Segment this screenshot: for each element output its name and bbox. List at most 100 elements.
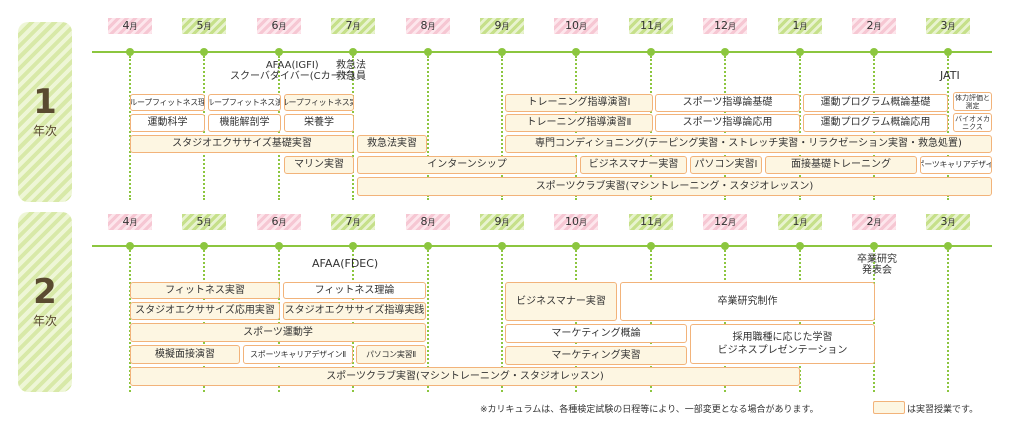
month-dot: [126, 48, 134, 56]
month-dot: [870, 48, 878, 56]
course-box: ビジネスマナー実習: [505, 282, 617, 321]
month-number: 4: [122, 215, 130, 228]
month-tick: [650, 250, 652, 392]
course-box: マーケティング概論: [505, 324, 687, 343]
month-number: 2: [866, 215, 874, 228]
month-dot: [572, 242, 580, 250]
course-box: スポーツクラブ実習(マシントレーニング・スタジオレッスン): [357, 177, 992, 196]
month-unit: 月: [654, 22, 662, 31]
month-tick: [278, 250, 280, 392]
month-tick: [799, 56, 801, 200]
month-label: 5月: [182, 214, 226, 230]
course-box: スポーツキャリアデザインⅠ: [920, 156, 992, 174]
month-number: 12: [714, 215, 728, 228]
month-label: 2月: [852, 18, 896, 34]
month-dot: [275, 48, 283, 56]
month-label: 7月: [331, 18, 375, 34]
month-dot: [796, 48, 804, 56]
course-box: スタジオエクササイズ基礎実習: [130, 135, 354, 153]
course-box: スポーツ指導論応用: [655, 114, 800, 132]
month-label: 12月: [703, 214, 747, 230]
course-box: スタジオエクササイズ応用実習: [130, 302, 280, 320]
year-number: 1: [33, 82, 57, 122]
month-number: 1: [792, 215, 800, 228]
month-dot: [572, 48, 580, 56]
month-number: 11: [640, 19, 654, 32]
month-unit: 月: [203, 218, 212, 227]
course-box: 体力評価と測定: [953, 92, 992, 111]
month-tick: [427, 56, 429, 200]
month-unit: 月: [501, 218, 510, 227]
month-number: 7: [345, 215, 353, 228]
month-unit: 月: [799, 218, 808, 227]
course-box: パソコン実習Ⅱ: [356, 345, 426, 364]
course-box: スタジオエクササイズ指導実践: [283, 302, 426, 320]
month-unit: 月: [278, 218, 287, 227]
month-number: 9: [494, 19, 502, 32]
month-label: 10月: [554, 214, 598, 230]
course-box: 専門コンディショニング(テーピング実習・ストレッチ実習・リラクゼーション実習・救…: [505, 135, 992, 153]
month-dot: [349, 242, 357, 250]
legend-text: は実習授業です。: [907, 405, 979, 415]
month-unit: 月: [947, 22, 956, 31]
month-unit: 月: [873, 22, 882, 31]
month-label: 9月: [480, 18, 524, 34]
month-tick: [501, 56, 503, 200]
month-number: 1: [792, 19, 800, 32]
month-dot: [424, 48, 432, 56]
course-box: ビジネスマナー実習: [580, 156, 687, 174]
month-label: 11月: [629, 18, 673, 34]
month-label: 12月: [703, 18, 747, 34]
month-label: 3月: [926, 214, 970, 230]
course-box: マーケティング実習: [505, 346, 687, 365]
month-label: 5月: [182, 18, 226, 34]
month-dot: [944, 242, 952, 250]
month-number: 5: [196, 215, 204, 228]
year-badge-1: 1 年次: [18, 22, 72, 202]
course-box: 救急法実習: [357, 135, 427, 153]
month-unit: 月: [352, 22, 361, 31]
month-number: 11: [640, 215, 654, 228]
month-label: 8月: [406, 214, 450, 230]
cert-afaa-igfi: AFAA(IGFI) スクーバダイバー(Cカード): [230, 60, 355, 82]
month-tick: [799, 250, 801, 392]
month-label: 4月: [108, 214, 152, 230]
year-label: 年次: [32, 124, 57, 138]
month-unit: 月: [799, 22, 808, 31]
course-box: グループフィットネス演習: [208, 94, 281, 111]
month-tick: [575, 250, 577, 392]
month-number: 3: [940, 215, 948, 228]
month-unit: 月: [579, 218, 587, 227]
course-box: マリン実習: [284, 156, 354, 174]
month-number: 5: [196, 19, 204, 32]
month-unit: 月: [278, 22, 287, 31]
month-label: 7月: [331, 214, 375, 230]
course-box: バイオメカニクス: [953, 113, 992, 132]
cert-jati: JATI: [940, 69, 960, 82]
month-number: 3: [940, 19, 948, 32]
month-label: 4月: [108, 18, 152, 34]
month-label: 10月: [554, 18, 598, 34]
month-number: 10: [565, 215, 579, 228]
course-box: 栄養学: [284, 114, 354, 132]
month-label: 11月: [629, 214, 673, 230]
month-label: 8月: [406, 18, 450, 34]
month-label: 6月: [257, 18, 301, 34]
cert-first-aid: 救急法 救急員: [336, 60, 366, 82]
course-box: グループフィットネス実践: [284, 94, 354, 111]
month-unit: 月: [129, 218, 138, 227]
month-dot: [647, 48, 655, 56]
month-unit: 月: [579, 22, 587, 31]
month-label: 3月: [926, 18, 970, 34]
month-unit: 月: [352, 218, 361, 227]
course-box: フィットネス理論: [283, 282, 426, 299]
month-tick: [873, 250, 875, 392]
course-box: 模擬面接演習: [130, 345, 240, 364]
month-unit: 月: [873, 218, 882, 227]
month-label: 1月: [778, 18, 822, 34]
month-tick: [203, 250, 205, 392]
course-box: トレーニング指導演習Ⅱ: [505, 114, 653, 132]
course-box: インターンシップ: [357, 156, 577, 174]
month-unit: 月: [129, 22, 138, 31]
course-box: スポーツクラブ実習(マシントレーニング・スタジオレッスン): [130, 367, 800, 386]
